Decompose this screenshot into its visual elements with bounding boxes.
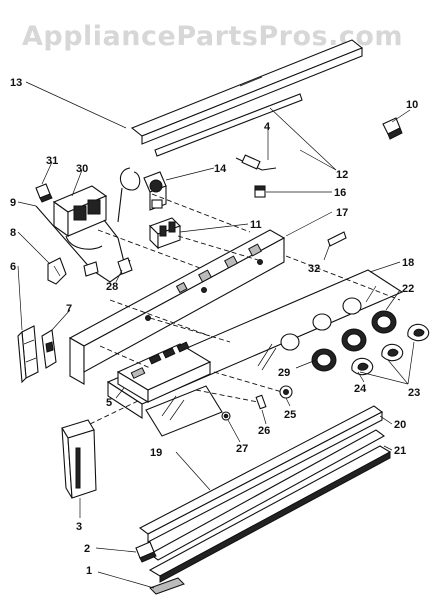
callout-26: 26 xyxy=(258,425,270,437)
part-clip xyxy=(382,117,403,140)
callout-5: 5 xyxy=(106,397,112,409)
part-glass-overlay xyxy=(145,385,223,437)
part-relay xyxy=(149,217,181,250)
part-bottom-clip xyxy=(135,541,157,563)
callout-27: 27 xyxy=(236,443,248,455)
callout-18: 18 xyxy=(402,257,414,269)
callout-8: 8 xyxy=(10,227,16,239)
callout-13: 13 xyxy=(10,77,22,89)
alignment-lines xyxy=(89,193,401,425)
part-bottom-strip xyxy=(149,577,185,595)
callout-4: 4 xyxy=(264,121,271,133)
callout-23: 23 xyxy=(408,387,420,399)
part-wire-harness xyxy=(35,205,133,283)
callout-2: 2 xyxy=(84,543,90,555)
callout-25: 25 xyxy=(284,409,296,421)
part-bracket-small xyxy=(35,183,53,203)
part-mounting-panel xyxy=(68,229,286,385)
part-top-trim xyxy=(130,39,364,157)
part-left-bracket xyxy=(17,325,39,384)
part-left-clip xyxy=(41,329,57,369)
callout-9: 9 xyxy=(10,197,16,209)
callout-24: 24 xyxy=(354,383,367,395)
callout-31: 31 xyxy=(46,155,58,167)
callout-7: 7 xyxy=(66,303,72,315)
callout-10: 10 xyxy=(406,99,418,111)
callout-16: 16 xyxy=(334,187,346,199)
callout-6: 6 xyxy=(10,261,16,273)
callout-21: 21 xyxy=(394,445,406,457)
part-socket xyxy=(235,154,277,171)
part-knobs xyxy=(351,323,430,376)
callout-17: 17 xyxy=(336,207,348,219)
callout-20: 20 xyxy=(394,419,406,431)
callout-3: 3 xyxy=(76,521,82,533)
part-end-cap xyxy=(61,419,97,499)
callout-29: 29 xyxy=(278,367,290,379)
callout-30: 30 xyxy=(76,163,88,175)
part-connector xyxy=(254,185,266,198)
part-display-module xyxy=(116,341,212,403)
callout-numbers: 13 10 4 12 14 16 17 11 31 30 9 8 6 28 7 … xyxy=(10,77,420,577)
callout-32: 32 xyxy=(308,263,320,275)
callout-11: 11 xyxy=(250,219,262,231)
callout-1: 1 xyxy=(86,565,92,577)
part-small-clip xyxy=(327,231,347,247)
part-end-clip xyxy=(47,257,67,285)
leader-lines xyxy=(17,81,415,589)
callout-19: 19 xyxy=(150,447,162,459)
part-knob-bezels xyxy=(311,310,397,372)
part-lower-trim xyxy=(138,405,392,583)
part-transformer xyxy=(52,185,125,263)
callout-22: 22 xyxy=(402,283,414,295)
callout-28: 28 xyxy=(106,281,118,293)
part-screws xyxy=(221,385,293,421)
callout-12: 12 xyxy=(336,169,348,181)
callout-14: 14 xyxy=(214,163,227,175)
part-switch xyxy=(117,167,167,223)
